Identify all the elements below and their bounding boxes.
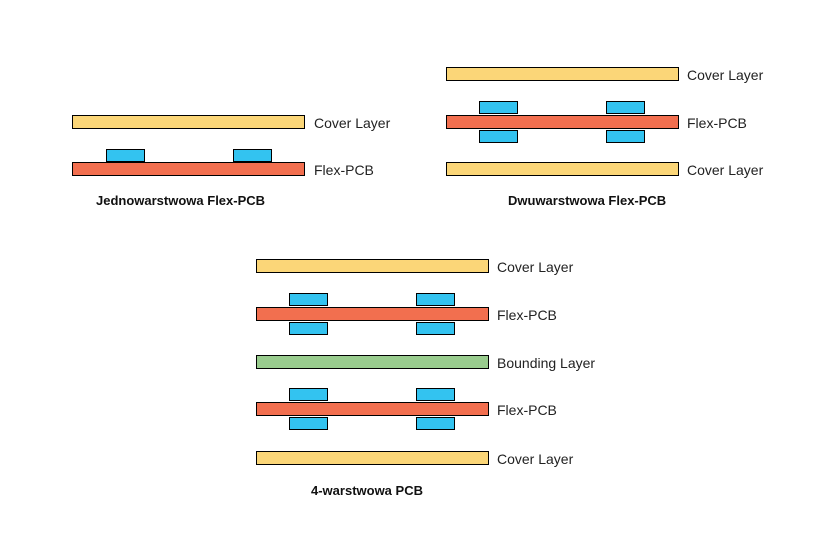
copper-pad [233,149,272,162]
copper-pad [606,101,645,114]
double-layer-caption: Dwuwarstwowa Flex-PCB [508,193,667,208]
copper-pad [479,130,518,143]
flex-pcb-bar [256,402,489,416]
cover-layer-label: Cover Layer [687,162,764,178]
copper-pad [416,322,455,335]
flex-pcb-bar [72,162,305,176]
cover-layer-label: Cover Layer [687,67,764,83]
copper-pad [416,417,455,430]
flex-pcb-label: Flex-PCB [497,307,557,323]
flex-pcb-label: Flex-PCB [687,115,747,131]
cover-layer-bar [256,451,489,465]
copper-pad [289,322,328,335]
bonding-layer-label: Bounding Layer [497,355,596,371]
cover-layer-label: Cover Layer [497,259,574,275]
flex-pcb-label: Flex-PCB [497,402,557,418]
flex-pcb-label: Flex-PCB [314,162,374,178]
cover-layer-bar [446,162,679,176]
four-layer-caption: 4-warstwowa PCB [311,483,423,498]
copper-pad [289,293,328,306]
cover-layer-bar [256,259,489,273]
cover-layer-label: Cover Layer [314,115,391,131]
copper-pad [479,101,518,114]
flex-pcb-bar [256,307,489,321]
copper-pad [106,149,145,162]
flex-pcb-bar [446,115,679,129]
cover-layer-bar [72,115,305,129]
bonding-layer-bar [256,355,489,369]
cover-layer-bar [446,67,679,81]
copper-pad [289,417,328,430]
cover-layer-label: Cover Layer [497,451,574,467]
copper-pad [416,293,455,306]
single-layer-caption: Jednowarstwowa Flex-PCB [96,193,266,208]
copper-pad [606,130,645,143]
copper-pad [289,388,328,401]
copper-pad [416,388,455,401]
